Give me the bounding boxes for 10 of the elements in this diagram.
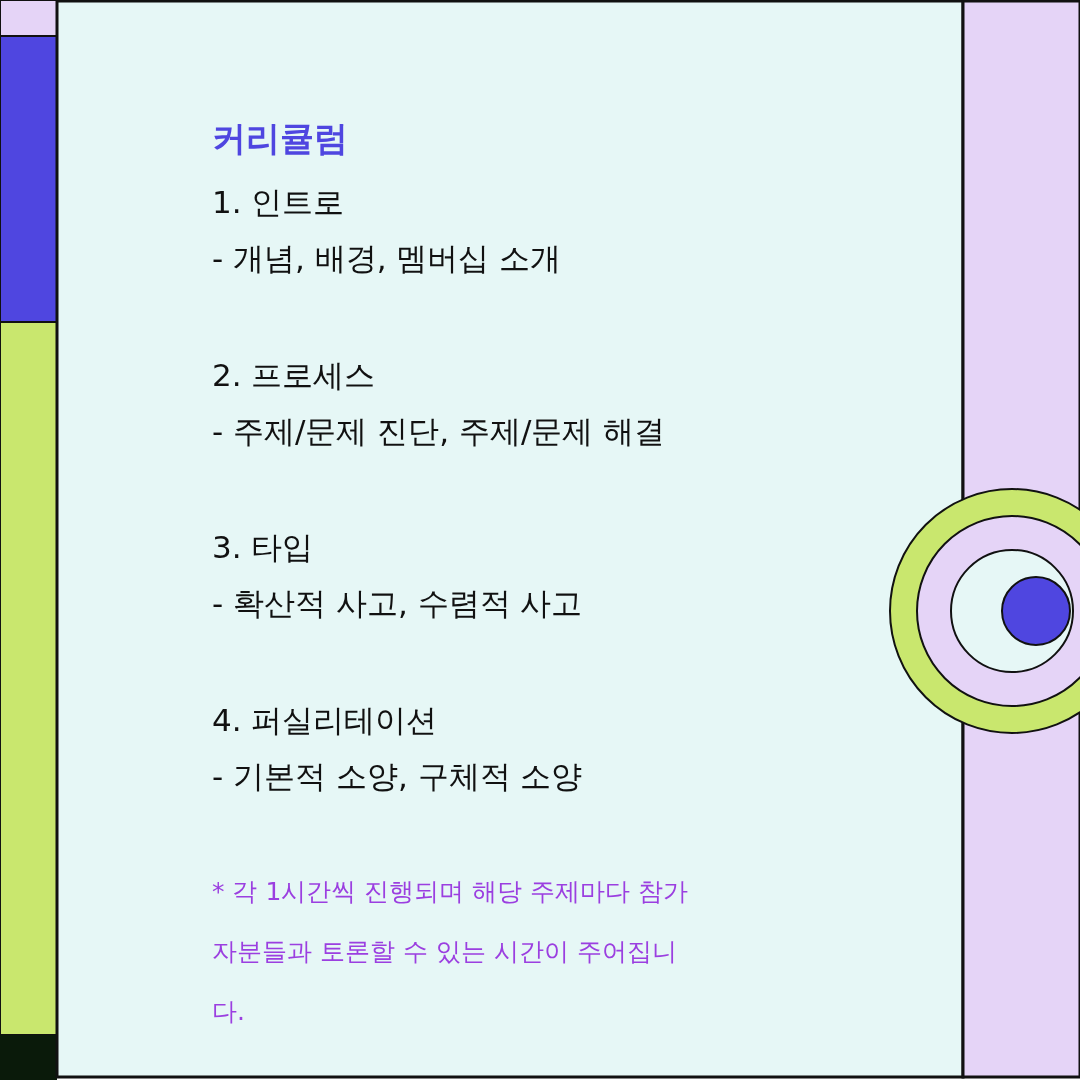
list-heading: 4. 퍼실리테이션 xyxy=(212,701,438,740)
list-heading: 1. 인트로 xyxy=(212,183,345,222)
footnote: * 각 1시간씩 진행되며 해당 주제마다 참가자분들과 토론할 수 있는 시간이 주어집니다. xyxy=(212,876,690,1028)
heading: 커리큘럼 xyxy=(212,118,348,158)
list-item: - 확산적 사고, 수렴적 사고 xyxy=(212,584,583,623)
list-heading: 3. 타입 xyxy=(212,528,314,567)
list-item: - 개념, 배경, 멤버십 소개 xyxy=(212,239,562,278)
list-heading: 2. 프로세스 xyxy=(212,356,376,395)
list-item: - 기본적 소양, 구체적 소양 xyxy=(212,757,583,796)
list-item: - 주제/문제 진단, 주제/문제 해결 xyxy=(212,412,666,451)
